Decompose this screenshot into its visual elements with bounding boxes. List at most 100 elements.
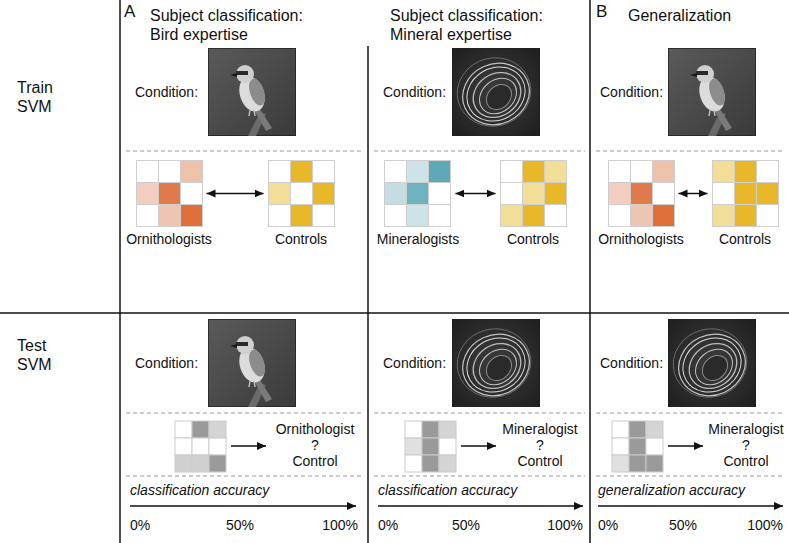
grid-cell — [407, 161, 428, 182]
test-grid — [612, 421, 663, 472]
grid-cell — [429, 161, 450, 182]
dashed-separator — [596, 413, 783, 414]
text-label: Condition: — [600, 84, 663, 101]
grid-cell — [735, 205, 756, 226]
text-label: Control — [723, 453, 768, 470]
grid-cell — [646, 421, 663, 438]
heatmap-grid — [712, 160, 779, 227]
grid-cell — [313, 161, 334, 182]
text-label: 50% — [669, 517, 697, 534]
group-label: Controls — [500, 231, 567, 248]
grid-cell — [653, 183, 674, 204]
text-label: Mineralogist — [502, 421, 577, 438]
group-label: Ornithologists — [126, 231, 212, 248]
text-label: 0% — [130, 517, 150, 534]
double-arrow — [207, 193, 264, 195]
grid-cell — [181, 183, 202, 204]
grid-cell — [501, 205, 522, 226]
grid-cell — [631, 161, 652, 182]
heatmap-grid — [268, 160, 335, 227]
grid-cell — [501, 161, 522, 182]
mineral-image — [449, 48, 540, 136]
text-label: classification accuracy — [130, 482, 269, 499]
grid-cell — [192, 455, 209, 472]
group-label: Controls — [268, 231, 335, 248]
text-label: ? — [536, 437, 544, 454]
dashed-separator — [126, 151, 362, 152]
heatmap-grid — [608, 160, 675, 227]
text-label: Mineralogist — [708, 421, 783, 438]
text-label: classification accuracy — [378, 482, 517, 499]
text-label: 0% — [378, 517, 398, 534]
mineral-image — [449, 319, 540, 407]
text-label: 100% — [322, 517, 358, 534]
grid-cell — [629, 455, 646, 472]
grid-cell — [192, 421, 209, 438]
test-arrow — [231, 445, 266, 447]
bird-image — [668, 48, 756, 136]
grid-cell — [653, 205, 674, 226]
text-label: ? — [742, 437, 750, 454]
grid-cell — [612, 438, 629, 455]
heatmap-node: Ornithologists — [126, 160, 212, 248]
text-label: Train SVM — [17, 78, 67, 116]
group-label: Controls — [712, 231, 779, 248]
grid-cell — [269, 161, 290, 182]
grid-cell — [757, 205, 778, 226]
grid-cell — [313, 205, 334, 226]
grid-cell — [405, 455, 422, 472]
text-label: B — [596, 2, 607, 22]
dashed-separator — [374, 476, 585, 477]
grid-cell — [291, 161, 312, 182]
grid-cell — [631, 183, 652, 204]
grid-cell — [545, 161, 566, 182]
mineral-image — [665, 319, 756, 407]
grid-cell — [209, 455, 226, 472]
dashed-separator — [374, 413, 585, 414]
dashed-separator — [596, 151, 783, 152]
grid-cell — [175, 455, 192, 472]
grid-cell — [385, 161, 406, 182]
grid-cell — [735, 161, 756, 182]
text-label: Ornithologist — [276, 421, 355, 438]
text-label: generalization accuracy — [598, 482, 745, 499]
grid-cell — [159, 205, 180, 226]
heatmap-node: Controls — [712, 160, 779, 248]
bird-image — [208, 319, 296, 407]
grid-cell — [523, 183, 544, 204]
grid-cell — [501, 183, 522, 204]
grid-cell — [439, 438, 456, 455]
text-label: A — [124, 2, 135, 22]
text-label: 100% — [747, 517, 783, 534]
grid-cell — [159, 183, 180, 204]
grid-cell — [429, 205, 450, 226]
grid-cell — [629, 421, 646, 438]
grid-cell — [209, 421, 226, 438]
grid-cell — [609, 183, 630, 204]
text-label: 0% — [598, 517, 618, 534]
grid-cell — [439, 455, 456, 472]
grid-cell — [269, 183, 290, 204]
grid-cell — [269, 205, 290, 226]
column-divider — [589, 0, 591, 543]
grid-cell — [609, 205, 630, 226]
text-label: Condition: — [600, 355, 663, 372]
grid-cell — [609, 161, 630, 182]
grid-cell — [757, 183, 778, 204]
grid-cell — [137, 183, 158, 204]
dashed-separator — [126, 413, 362, 414]
grid-cell — [175, 421, 192, 438]
heatmap-grid — [136, 160, 203, 227]
text-label: Condition: — [383, 355, 446, 372]
grid-cell — [545, 183, 566, 204]
grid-cell — [629, 438, 646, 455]
grid-cell — [159, 161, 180, 182]
dashed-separator — [126, 476, 362, 477]
grid-cell — [181, 205, 202, 226]
grid-cell — [137, 205, 158, 226]
text-label: Generalization — [628, 6, 731, 25]
test-grid — [405, 421, 456, 472]
grid-cell — [422, 421, 439, 438]
